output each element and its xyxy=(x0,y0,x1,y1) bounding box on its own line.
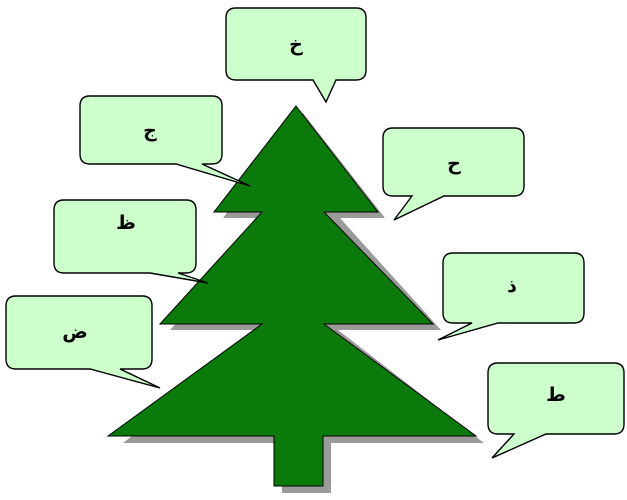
speech-bubble-top: خ xyxy=(225,7,367,104)
bubble-label: ج xyxy=(143,120,157,142)
speech-bubble-upper-left: ج xyxy=(79,95,251,187)
bubble-label: ذ xyxy=(507,275,517,297)
speech-bubble-lower-left: ض xyxy=(5,295,161,389)
speech-bubble-upper-right: ح xyxy=(382,127,525,221)
bubble-label: ظ xyxy=(116,212,136,234)
bubble-label: خ xyxy=(289,34,303,56)
christmas-tree xyxy=(106,105,478,487)
bubble-label: ح xyxy=(447,153,461,175)
bubble-label: ط xyxy=(546,384,566,406)
speech-bubble-middle-right: ذ xyxy=(437,252,585,341)
speech-bubble-middle-left: ظ xyxy=(53,199,209,284)
bubble-label: ض xyxy=(62,321,88,343)
speech-bubble-lower-right: ط xyxy=(487,362,625,459)
